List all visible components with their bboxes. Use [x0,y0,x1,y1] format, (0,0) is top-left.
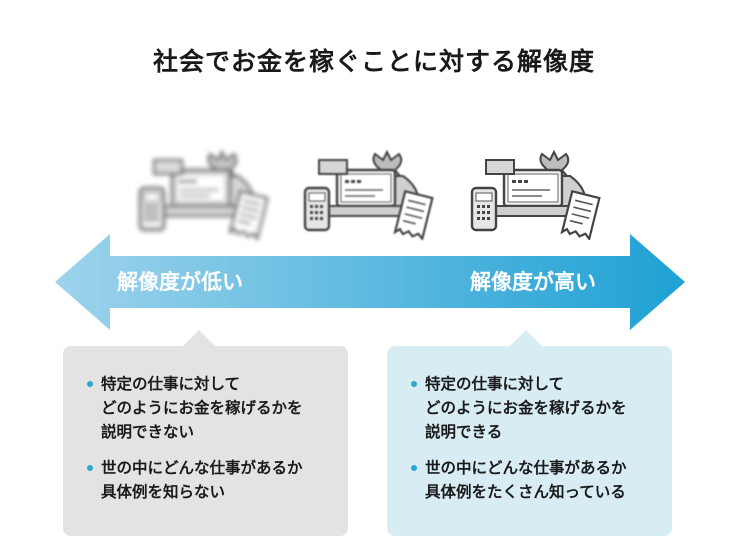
double-headed-arrow [55,234,685,330]
icon-set-clear [462,140,602,241]
panel-pointer [183,330,215,346]
icon-set-blurry [130,140,270,241]
icon-set-semi-clear [295,140,435,241]
list-item: 特定の仕事に対して どのようにお金を稼げるかを 説明できる [411,372,627,444]
high-points-list: 特定の仕事に対して どのようにお金を稼げるかを 説明できる 世の中にどんな仕事が… [411,372,627,516]
bullet-icon [87,465,93,471]
arrow-label-low-resolution: 解像度が低い [117,270,243,294]
panel-pointer [510,330,542,346]
low-resolution-panel: 特定の仕事に対して どのようにお金を稼げるかを 説明できない 世の中にどんな仕事… [63,330,348,536]
diagram-title: 社会でお金を稼ぐことに対する解像度 [152,47,595,76]
low-points-list: 特定の仕事に対して どのようにお金を稼げるかを 説明できない 世の中にどんな仕事… [87,372,303,516]
list-item: 世の中にどんな仕事があるか 具体例をたくさん知っている [411,456,627,504]
list-item: 世の中にどんな仕事があるか 具体例を知らない [87,456,303,504]
arrow-label-high-resolution: 解像度が高い [470,270,596,294]
bullet-icon [411,381,417,387]
bullet-icon [87,381,93,387]
high-resolution-panel: 特定の仕事に対して どのようにお金を稼げるかを 説明できる 世の中にどんな仕事が… [387,330,672,536]
bullet-icon [411,465,417,471]
list-item: 特定の仕事に対して どのようにお金を稼げるかを 説明できない [87,372,303,444]
